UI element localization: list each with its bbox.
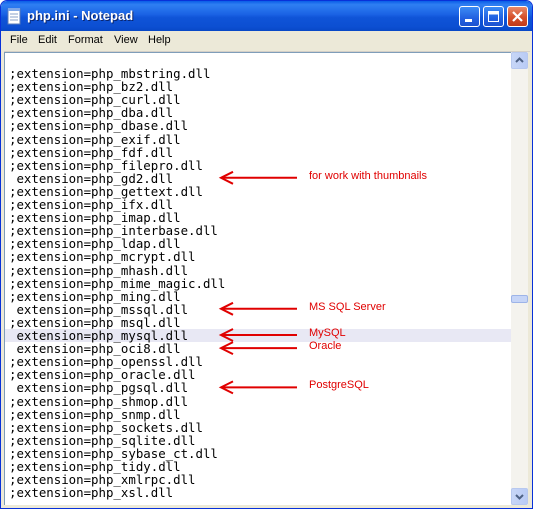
- minimize-icon: [465, 19, 472, 22]
- menu-bar: File Edit Format View Help: [4, 31, 530, 52]
- annotation-arrow: [218, 301, 297, 316]
- text-line: ;extension=php_interbase.dll: [9, 223, 218, 239]
- annotation-arrow: [218, 328, 297, 342]
- text-line: ;extension=php_ldap.dll: [9, 236, 181, 252]
- text-line: ;extension=php_shmop.dll: [9, 393, 189, 409]
- annotation-arrow: [218, 341, 297, 355]
- text-line: ;extension=php_mhash.dll: [9, 262, 189, 278]
- annotation-label: MySQL: [309, 327, 346, 339]
- text-line: ;extension=php_tidy.dll: [9, 459, 181, 474]
- menu-file[interactable]: File: [10, 34, 28, 46]
- text-line: ;extension=php_sybase_ct.dll: [9, 445, 218, 461]
- text-line: ;extension=php_openssl.dll: [9, 354, 203, 370]
- notepad-icon: [7, 8, 21, 25]
- text-line: ;extension=php_exif.dll: [9, 131, 181, 147]
- vertical-scrollbar[interactable]: [511, 52, 528, 505]
- annotation-label: PostgreSQL: [309, 379, 369, 392]
- text-line: ;extension=php_snmp.dll: [9, 406, 181, 422]
- text-line: ;extension=php_dba.dll: [9, 105, 174, 121]
- text-line: ;extension=php_xsl.dll: [9, 485, 174, 501]
- text-line: ;extension=php_ifx.dll: [9, 197, 174, 212]
- text-line: extension=php_oci8.dll: [9, 341, 181, 357]
- annotation-label: Oracle: [309, 340, 342, 353]
- text-line: ;extension=php_mime_magic.dll: [9, 275, 226, 291]
- text-line: ;extension=php_gettext.dll: [9, 183, 203, 199]
- close-button[interactable]: [507, 6, 528, 27]
- menu-edit[interactable]: Edit: [38, 34, 57, 46]
- text-line: ;extension=php_imap.dll: [9, 210, 181, 226]
- text-line: ;extension=php_filepro.dll: [9, 157, 203, 173]
- text-line: ;extension=php_sqlite.dll: [9, 432, 196, 448]
- text-line: ;extension=php_sockets.dll: [9, 419, 203, 435]
- maximize-icon: [488, 11, 499, 22]
- scroll-up-arrow-icon: [515, 57, 524, 63]
- text-line: extension=php_gd2.dll: [9, 170, 174, 186]
- annotation-arrow: [218, 170, 297, 185]
- menu-view[interactable]: View: [114, 34, 138, 46]
- title-bar[interactable]: php.ini - Notepad: [1, 1, 532, 31]
- scroll-thumb[interactable]: [511, 295, 528, 303]
- text-line: ;extension=php_msql.dll: [9, 314, 181, 330]
- window-title: php.ini - Notepad: [27, 8, 134, 23]
- text-line: ;extension=php_curl.dll: [9, 92, 181, 108]
- annotation-label: MS SQL Server: [309, 300, 386, 313]
- close-icon: [512, 11, 523, 22]
- scroll-down-button[interactable]: [511, 488, 528, 505]
- annotation-label: for work with thumbnails: [309, 169, 427, 182]
- text-line: ;extension=php_xmlrpc.dll: [9, 472, 196, 488]
- text-line: ;extension=php_fdf.dll: [9, 144, 174, 160]
- text-line: extension=php_pgsql.dll: [9, 380, 189, 396]
- menu-help[interactable]: Help: [148, 34, 171, 46]
- minimize-button[interactable]: [459, 6, 480, 27]
- text-line: ;extension=php_ming.dll: [9, 288, 181, 304]
- menu-format[interactable]: Format: [68, 34, 103, 46]
- text-line: extension=php_mssql.dll: [9, 301, 189, 317]
- text-line: ;extension=php_bz2.dll: [9, 79, 174, 95]
- text-line: ;extension=php_oracle.dll: [9, 367, 196, 383]
- text-line: ;extension=php_mbstring.dll: [9, 66, 211, 81]
- scroll-down-arrow-icon: [515, 494, 524, 500]
- maximize-button[interactable]: [483, 6, 504, 27]
- scroll-up-button[interactable]: [511, 52, 528, 69]
- annotation-arrow: [218, 380, 297, 395]
- text-editor[interactable]: ;extension=php_mbstring.dll;extension=ph…: [4, 52, 511, 505]
- text-line: ;extension=php_mcrypt.dll: [9, 249, 196, 265]
- text-line: ;extension=php_dbase.dll: [9, 118, 189, 134]
